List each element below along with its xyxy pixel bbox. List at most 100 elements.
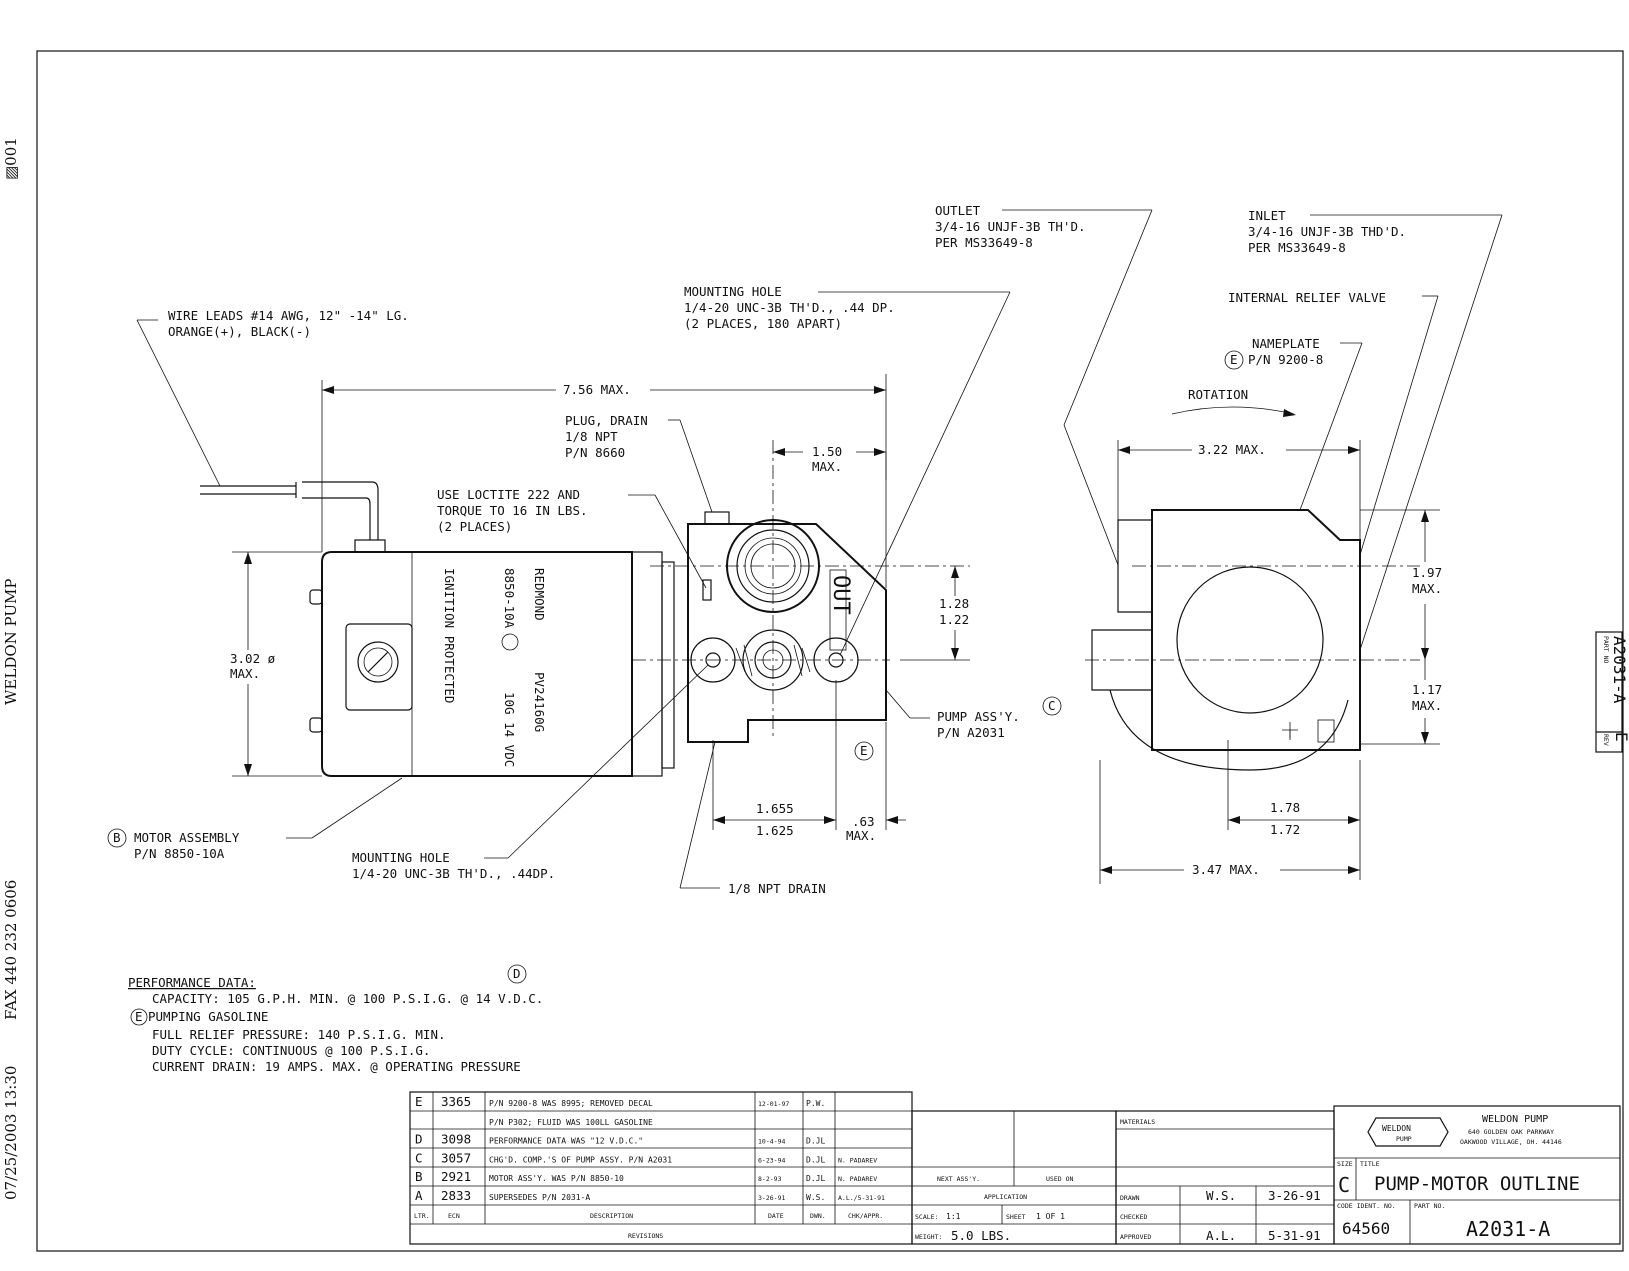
scale-value: 1:1 — [946, 1212, 961, 1221]
materials-label: MATERIALS — [1120, 1118, 1155, 1126]
callout-wire-leads-1: WIRE LEADS #14 AWG, 12" -14" LG. — [168, 308, 409, 323]
side-tab-part-no: A2031-A — [1610, 636, 1629, 704]
motor-body — [321, 551, 633, 777]
side-tab-rev-label: REV — [1602, 734, 1610, 746]
dim-3-47: 3.47 MAX. — [1192, 862, 1260, 877]
application-label: APPLICATION — [984, 1193, 1027, 1201]
end-view-dimensions: 3.22 MAX. 1.97 MAX. 1.17 MAX. 1.78 1.72 … — [1099, 440, 1442, 884]
weldon-logo — [1367, 1117, 1449, 1147]
weight-value: 5.0 LBS. — [951, 1228, 1011, 1243]
title-label: TITLE — [1360, 1160, 1380, 1168]
callout-mounting-hole-bottom-2: 1/4-20 UNC-3B TH'D., .44DP. — [352, 866, 555, 881]
dim-1-28: 1.28 — [939, 596, 969, 611]
callout-loctite-1: USE LOCTITE 222 AND — [437, 487, 580, 502]
company-address-2: OAKWOOD VILLAGE, OH. 44146 — [1460, 1138, 1562, 1146]
dim-overall-length: 7.56 MAX. — [563, 382, 631, 397]
performance-fluid: PUMPING GASOLINE — [148, 1009, 268, 1024]
rev-row-3-date: 6-23-94 — [758, 1156, 785, 1164]
callout-inlet-1: INLET — [1248, 208, 1286, 223]
outlet-marking: OUT — [828, 575, 853, 615]
rev-row-5-ltr: A — [415, 1188, 423, 1203]
performance-heading: PERFORMANCE DATA: — [128, 975, 256, 990]
rev-row-5-description: SUPERSEDES P/N 2031-A — [489, 1193, 590, 1202]
callout-nameplate-2: P/N 9200-8 — [1248, 352, 1323, 367]
callout-drain: 1/8 NPT DRAIN — [728, 881, 826, 896]
callout-nameplate-1: NAMEPLATE — [1252, 336, 1320, 351]
side-tab-rev: E — [1612, 732, 1629, 742]
callout-plug-drain-1: PLUG, DRAIN — [565, 413, 648, 428]
dim-1-655: 1.655 — [756, 801, 794, 816]
logo-pump: PUMP — [1396, 1135, 1412, 1143]
rev-row-0-date: 12-01-97 — [758, 1100, 789, 1108]
next-assy-label: NEXT ASS'Y. — [937, 1175, 980, 1183]
performance-duty-cycle: DUTY CYCLE: CONTINUOUS @ 100 P.S.I.G. — [152, 1043, 430, 1058]
callout-outlet-3: PER MS33649-8 — [935, 235, 1033, 250]
performance-current: CURRENT DRAIN: 19 AMPS. MAX. @ OPERATING… — [152, 1059, 521, 1074]
rev-block-title: REVISIONS — [628, 1232, 663, 1240]
sheet-label: SHEET — [1006, 1213, 1026, 1221]
rev-row-3-description: CHG'D. COMP.'S OF PUMP ASSY. P/N A2031 — [489, 1155, 672, 1164]
rev-marker-e-pump: E — [860, 743, 868, 758]
approved-by: A.L. — [1206, 1228, 1236, 1243]
callout-motor-assembly-1: MOTOR ASSEMBLY — [134, 830, 240, 845]
dim-1-72: 1.72 — [1270, 822, 1300, 837]
side-part-tab: PART NO A2031-A E REV — [1595, 631, 1629, 753]
rev-marker-c: C — [1048, 698, 1056, 713]
rev-row-0-description: P/N 9200-8 WAS 8995; REMOVED DECAL — [489, 1099, 653, 1108]
end-view-motor-flange — [1109, 689, 1349, 771]
code-ident-label: CODE IDENT. NO. — [1337, 1202, 1396, 1210]
rev-row-5-ecn: 2833 — [441, 1188, 471, 1203]
rev-header-ltr: LTR. — [414, 1212, 430, 1220]
wire-leads — [200, 481, 379, 540]
callout-loctite-3: (2 PLACES) — [437, 519, 512, 534]
application-block: NEXT ASS'Y. USED ON APPLICATION SCALE: 1… — [911, 1110, 1117, 1245]
rev-row-4-ecn: 2921 — [441, 1169, 471, 1184]
callout-mounting-hole-bottom-1: MOUNTING HOLE — [352, 850, 450, 865]
callout-mounting-hole-top-1: MOUNTING HOLE — [684, 284, 782, 299]
rev-header-description: DESCRIPTION — [590, 1212, 633, 1220]
rev-row-0-ecn: 3365 — [441, 1094, 471, 1109]
end-view-housing — [1151, 509, 1361, 751]
dim-1-97-max: MAX. — [1412, 581, 1442, 596]
rev-row-5-dwn: W.S. — [806, 1193, 825, 1202]
drawing-title: PUMP-MOTOR OUTLINE — [1374, 1173, 1580, 1195]
rev-header-chk: CHK/APPR. — [848, 1212, 883, 1220]
side-view-callouts: WIRE LEADS #14 AWG, 12" -14" LG. ORANGE(… — [107, 284, 1062, 896]
rev-row-5-chk: A.L./5-31-91 — [838, 1194, 885, 1202]
part-no-value: A2031-A — [1466, 1217, 1550, 1241]
company-title-block: WELDON PUMP WELDON PUMP 640 GOLDEN OAK P… — [1333, 1105, 1621, 1245]
motor-side-view: REDMOND 8850-10A IGNITION PROTECTED PV24… — [200, 481, 675, 777]
drawn-label: DRAWN — [1120, 1194, 1140, 1202]
dim-1-50-max: MAX. — [812, 459, 842, 474]
size-value: C — [1338, 1173, 1350, 1197]
rev-row-3-ecn: 3057 — [441, 1150, 471, 1165]
rev-row-1-description: P/N P302; FLUID WAS 100LL GASOLINE — [489, 1118, 653, 1127]
rev-row-3-dwn: D.JL — [806, 1155, 825, 1164]
rev-row-5-date: 3-26-91 — [758, 1194, 785, 1202]
callout-internal-relief: INTERNAL RELIEF VALVE — [1228, 290, 1386, 305]
scale-label: SCALE: — [915, 1213, 938, 1221]
logo-weldon: WELDON — [1382, 1124, 1411, 1133]
callout-inlet-2: 3/4-16 UNJF-3B THD'D. — [1248, 224, 1406, 239]
dim-1-78: 1.78 — [1270, 800, 1300, 815]
motor-label: REDMOND 8850-10A IGNITION PROTECTED PV24… — [442, 568, 547, 767]
motor-label-voltage: 10G 14 VDC — [502, 692, 517, 767]
company-address-1: 640 GOLDEN OAK PARKWAY — [1468, 1128, 1554, 1136]
motor-label-brand: REDMOND — [532, 568, 547, 621]
revision-headers: LTR. ECN DESCRIPTION DATE DWN. CHK/APPR.… — [414, 1212, 883, 1240]
rev-row-4-dwn: D.JL — [806, 1174, 825, 1183]
drain-plug — [704, 511, 730, 525]
rev-marker-b: B — [113, 830, 121, 845]
terminal-housing — [345, 623, 413, 711]
end-view-outlet-boss — [1117, 519, 1153, 613]
revision-block — [409, 1091, 913, 1245]
dim-1-17: 1.17 — [1412, 682, 1442, 697]
rev-row-3-ltr: C — [415, 1150, 423, 1165]
performance-data: PERFORMANCE DATA: D CAPACITY: 105 G.P.H.… — [128, 964, 543, 1074]
side-view-dimensions: 7.56 MAX. 1.50 MAX. 3.02 ø MAX. 1.28 1.2… — [230, 374, 970, 843]
dim-63: .63 — [852, 814, 875, 829]
approval-block: MATERIALS DRAWN W.S. 3-26-91 CHECKED APP… — [1115, 1110, 1335, 1245]
dim-63-max: MAX. — [846, 828, 876, 843]
rev-row-4-ltr: B — [415, 1169, 423, 1184]
pump-housing — [687, 523, 887, 743]
